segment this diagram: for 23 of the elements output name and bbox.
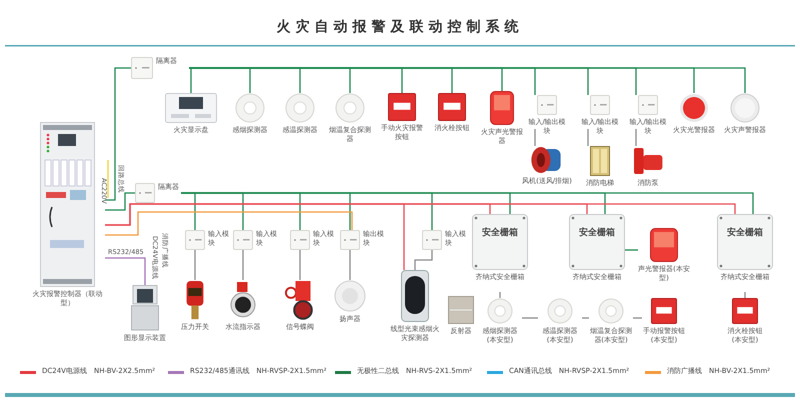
connection-line	[194, 250, 196, 280]
connection-line	[189, 67, 192, 93]
connection-line	[534, 129, 536, 146]
connection-line	[633, 317, 642, 319]
box-heading: 安全栅箱	[726, 226, 764, 239]
connection-line	[105, 203, 736, 226]
connection-line	[105, 192, 135, 211]
connection-line	[299, 250, 301, 280]
connection-line	[242, 250, 244, 280]
title: 火灾自动报警及联动控制系统	[276, 18, 524, 36]
box-heading: 安全栅箱	[481, 226, 519, 239]
connection-line	[582, 317, 589, 319]
connection-line	[587, 129, 589, 146]
connection-line	[414, 250, 433, 270]
connection-line	[181, 192, 754, 214]
box-heading: 安全栅箱	[578, 226, 616, 239]
connection-line	[522, 317, 538, 319]
connection-line	[105, 211, 353, 236]
connection-line	[349, 250, 351, 280]
connection-line	[105, 257, 146, 285]
connection-line	[635, 129, 637, 146]
connection-line	[625, 249, 638, 251]
connection-line	[105, 67, 131, 201]
